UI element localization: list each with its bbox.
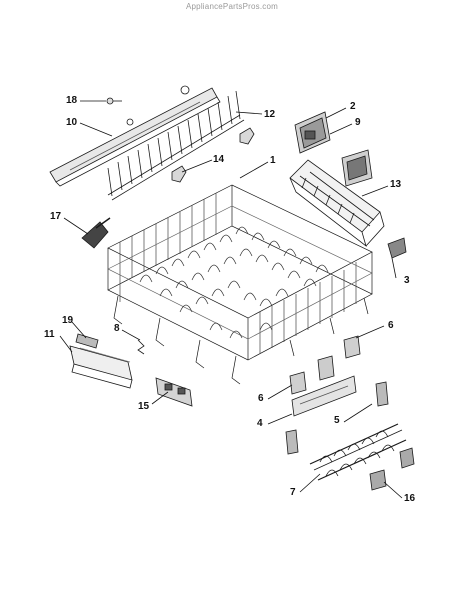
callout-6b: 6: [258, 393, 264, 404]
callout-4: 4: [257, 418, 263, 429]
leader-lines: [59, 100, 403, 499]
callout-16: 16: [404, 493, 416, 504]
callout-6a: 6: [388, 320, 394, 331]
clip-part-16: [369, 447, 415, 491]
callout-11: 11: [44, 329, 55, 340]
callout-15: 15: [138, 401, 150, 412]
latch-part-19: [75, 333, 99, 349]
callout-13: 13: [390, 179, 402, 190]
callout-17: 17: [50, 211, 62, 222]
callout-14: 14: [213, 154, 225, 165]
adjuster-part-2: [294, 111, 331, 154]
spring-part-8: [137, 339, 145, 355]
callout-10: 10: [66, 117, 78, 128]
tine-row-part-7: [309, 423, 407, 481]
callout-12: 12: [264, 109, 276, 120]
basket-part-13: [289, 159, 385, 248]
tine-row-part-12: [107, 90, 245, 201]
clip-part-5: [285, 381, 389, 455]
upper-rack-part-1: [107, 184, 373, 385]
screw-part-18: [106, 97, 122, 105]
clip-part-3: [387, 237, 407, 259]
handle-assembly-part-11: [69, 345, 133, 389]
bracket-part-6: [289, 335, 361, 395]
mount-part-15: [155, 377, 193, 407]
bracket-part-9: [341, 149, 373, 187]
callout-3: 3: [404, 275, 410, 286]
callout-1: 1: [270, 155, 276, 166]
callout-19: 19: [62, 315, 74, 326]
callout-5: 5: [334, 415, 340, 426]
clip-part-14: [171, 127, 255, 183]
rail-part-4: [291, 355, 357, 417]
handle-part-17: [81, 217, 111, 249]
callout-9: 9: [355, 117, 361, 128]
watermark: AppliancePartsPros.com: [186, 2, 278, 11]
callout-2: 2: [350, 101, 356, 112]
rail-part-10: [49, 85, 221, 187]
callout-18: 18: [66, 95, 78, 106]
callout-7: 7: [290, 487, 296, 498]
callout-8: 8: [114, 323, 120, 334]
